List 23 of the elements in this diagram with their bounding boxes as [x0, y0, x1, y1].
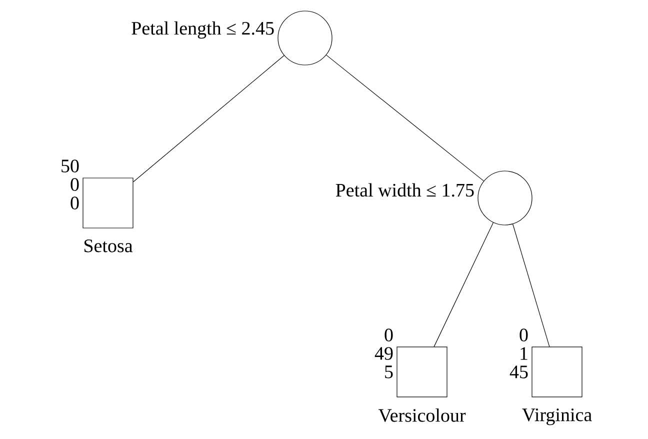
branch-line	[326, 54, 484, 182]
class-count: 49	[374, 347, 393, 360]
class-name: Virginica	[522, 408, 592, 426]
class-count: 1	[520, 347, 528, 360]
class-name: Setosa	[84, 240, 133, 252]
split-condition: Petal width ≤ 1.75	[336, 183, 474, 197]
leaf-square	[396, 346, 448, 398]
branch-line	[512, 224, 550, 347]
branch-line	[434, 222, 494, 347]
decision-circle	[478, 170, 532, 226]
class-count: 0	[70, 178, 79, 191]
class-count: 0	[384, 328, 393, 342]
leaf-square	[532, 346, 582, 398]
leaf-square	[82, 178, 134, 228]
split-condition: Petal length ≤ 2.45	[132, 21, 274, 39]
decision-circle	[278, 10, 332, 66]
branch-line	[133, 55, 284, 182]
class-count: 5	[385, 366, 393, 378]
class-name: Versicolour	[378, 408, 466, 422]
class-count: 50	[62, 160, 79, 172]
class-count: 45	[510, 366, 528, 378]
class-count: 0	[520, 328, 528, 342]
class-count: 0	[70, 196, 79, 210]
